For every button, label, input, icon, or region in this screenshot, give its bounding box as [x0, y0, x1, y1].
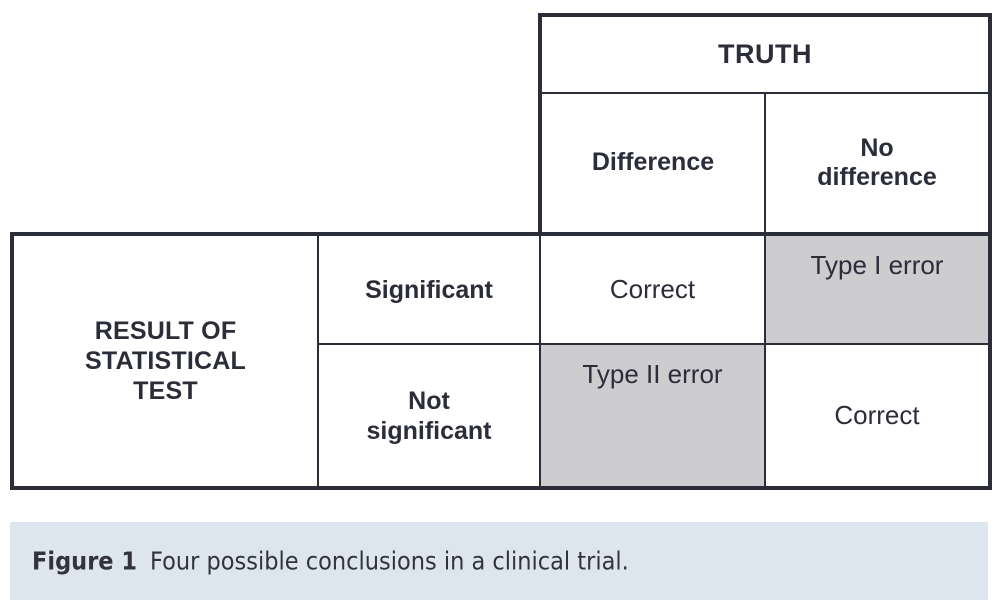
- figure-caption: Figure 1 Four possible conclusions in a c…: [32, 549, 629, 574]
- table-row-truth-header: TRUTH: [12, 13, 993, 93]
- column-header-difference: Difference: [538, 91, 766, 235]
- corner-blank-b: [318, 15, 540, 93]
- cell-not-significant-no-difference: Correct: [765, 344, 993, 490]
- corner-blank-c: [12, 92, 318, 235]
- cell-not-significant-difference-type-two-error: Type II error: [540, 344, 766, 490]
- cell-significant-no-difference-type-one-error: Type I error: [765, 232, 993, 346]
- corner-blank-a: [12, 15, 318, 93]
- row-header-significant: Significant: [318, 232, 541, 346]
- corner-blank-d: [318, 92, 540, 235]
- figure-caption-band: Figure 1 Four possible conclusions in a c…: [10, 522, 988, 600]
- figure-caption-text: Four possible conclusions in a clinical …: [150, 546, 629, 576]
- truth-header-cell: TRUTH: [537, 13, 993, 93]
- cell-significant-difference: Correct: [540, 232, 766, 346]
- figure-caption-label: Figure 1: [32, 546, 138, 576]
